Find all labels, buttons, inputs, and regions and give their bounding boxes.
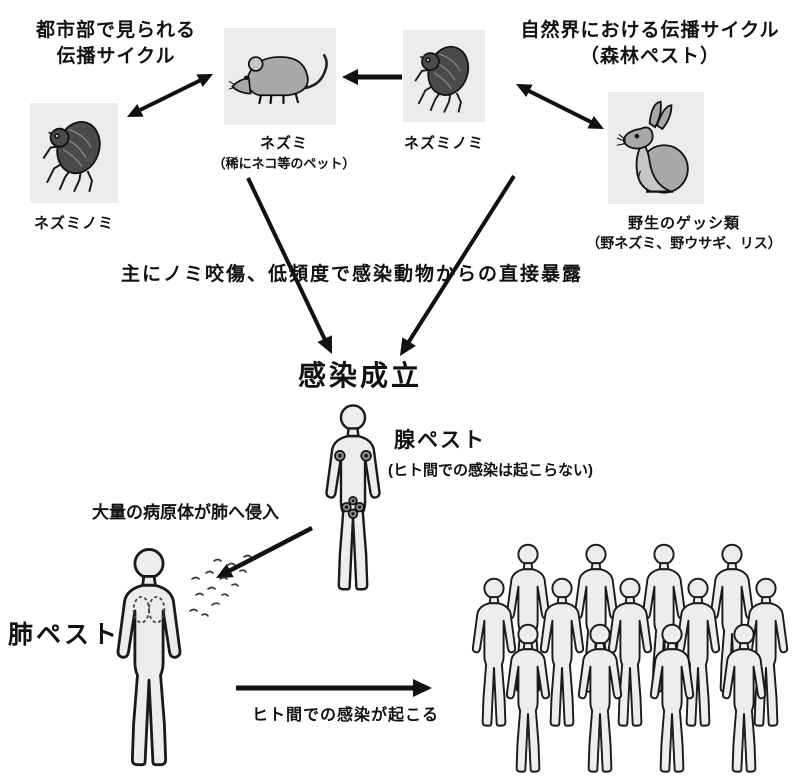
flea-center-label: ネズミノミ: [403, 135, 484, 152]
wild-rodent-image: [608, 92, 704, 204]
crowd-icon: [471, 543, 789, 773]
bubonic-note: (ヒト間での感染は起こらない): [388, 462, 593, 479]
pneumonic-plague-label: 肺ペスト: [8, 621, 121, 649]
flea-left-image: [30, 103, 118, 203]
rat-icon: [228, 53, 328, 104]
wild-rodent-note: （野ネズミ、野ウサギ、リス）: [586, 235, 782, 251]
transmission-route-text: 主にノミ咬傷、低頻度で感染動物からの直接暴露: [120, 264, 583, 285]
arrow-flea-rat-double: [127, 74, 213, 117]
arrow-flea-rodent-double: [516, 84, 604, 129]
bubonic-plague-label: 腺ペスト: [394, 429, 486, 452]
cough-droplets-icon: [189, 554, 252, 617]
arrow-urban-to-infection: [246, 177, 332, 354]
rat-note: （稀にネコ等のペット）: [212, 156, 356, 171]
infection-established-text: 感染成立: [297, 360, 422, 391]
wild-rodent-label: 野生のゲッシ類: [627, 215, 740, 232]
arrow-bubonic-to-pneumonic: [216, 526, 314, 578]
wild-rodent-label-group: 野生のゲッシ類 （野ネズミ、野ウサギ、リス）: [566, 212, 802, 253]
flea-left-label: ネズミノミ: [33, 215, 114, 232]
natural-cycle-title: 自然界における伝播サイクル （森林ペスト）: [520, 20, 780, 67]
rat-label: ネズミ: [259, 135, 308, 152]
human-to-human-text: ヒト間での感染が起こる: [252, 707, 440, 724]
flea-icon: [42, 121, 101, 193]
flea-icon: [414, 45, 470, 113]
wild-rodent-icon: [616, 100, 689, 194]
arrow-natural-to-infection: [400, 174, 516, 356]
bubonic-person-icon: [318, 400, 388, 598]
pneumonic-person-icon: [108, 546, 190, 772]
arrow-pneumonic-to-crowd: [236, 679, 432, 697]
rat-image: [224, 28, 336, 125]
urban-cycle-title: 都市部で見られる 伝播サイクル: [35, 20, 196, 67]
lung-invasion-text: 大量の病原体が肺へ侵入: [92, 503, 279, 522]
rat-label-group: ネズミ （稀にネコ等のペット）: [196, 132, 372, 172]
flea-center-image: [403, 30, 485, 122]
arrow-flea-to-rat: [342, 69, 402, 85]
